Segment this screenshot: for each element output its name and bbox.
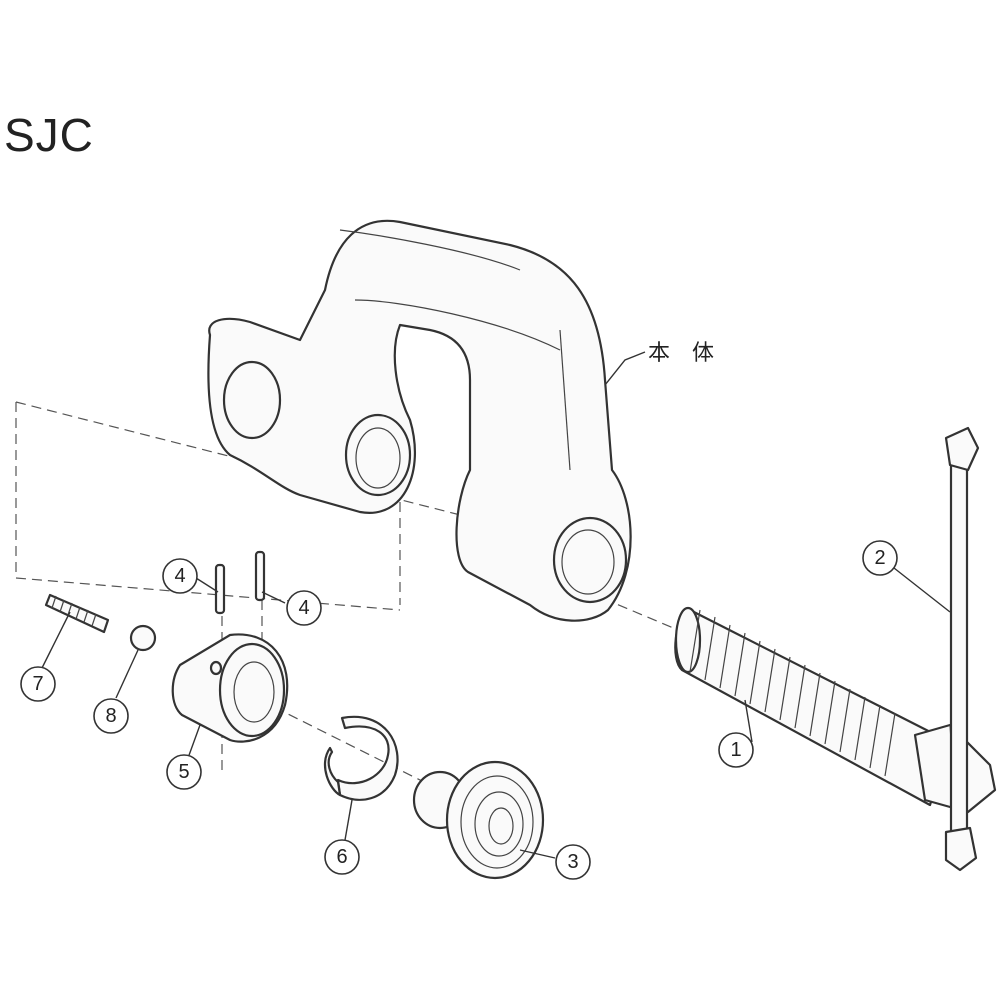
body-label: 本 体 xyxy=(648,341,714,366)
callout-7: 7 xyxy=(20,666,56,702)
callout-5: 5 xyxy=(166,754,202,790)
callout-1: 1 xyxy=(718,732,754,768)
pins xyxy=(214,550,266,615)
callout-2: 2 xyxy=(862,540,898,576)
callout-6-label: 6 xyxy=(336,846,347,868)
snap-ring xyxy=(323,715,399,801)
spring xyxy=(44,593,110,634)
callout-4b-label: 4 xyxy=(298,597,309,619)
callout-2-label: 2 xyxy=(874,547,885,569)
callout-1-label: 1 xyxy=(730,739,741,761)
callout-5-label: 5 xyxy=(178,761,189,783)
collar xyxy=(171,633,289,743)
callout-3: 3 xyxy=(555,844,591,880)
callout-4a-label: 4 xyxy=(174,565,185,587)
page-title: SJC xyxy=(4,109,94,161)
callout-4a: 4 xyxy=(162,558,198,594)
callout-8: 8 xyxy=(93,698,129,734)
body-leader-line xyxy=(604,351,646,386)
callout-8-label: 8 xyxy=(105,705,116,727)
swivel-pad xyxy=(412,760,545,880)
clamp-body xyxy=(207,219,632,622)
callout-3-label: 3 xyxy=(567,851,578,873)
threaded-screw xyxy=(674,606,997,814)
handle-bar xyxy=(944,426,980,872)
steel-ball xyxy=(129,624,157,652)
callout-7-label: 7 xyxy=(32,673,43,695)
callout-leader-lines xyxy=(41,567,951,859)
callout-4b: 4 xyxy=(286,590,322,626)
callout-6: 6 xyxy=(324,839,360,875)
